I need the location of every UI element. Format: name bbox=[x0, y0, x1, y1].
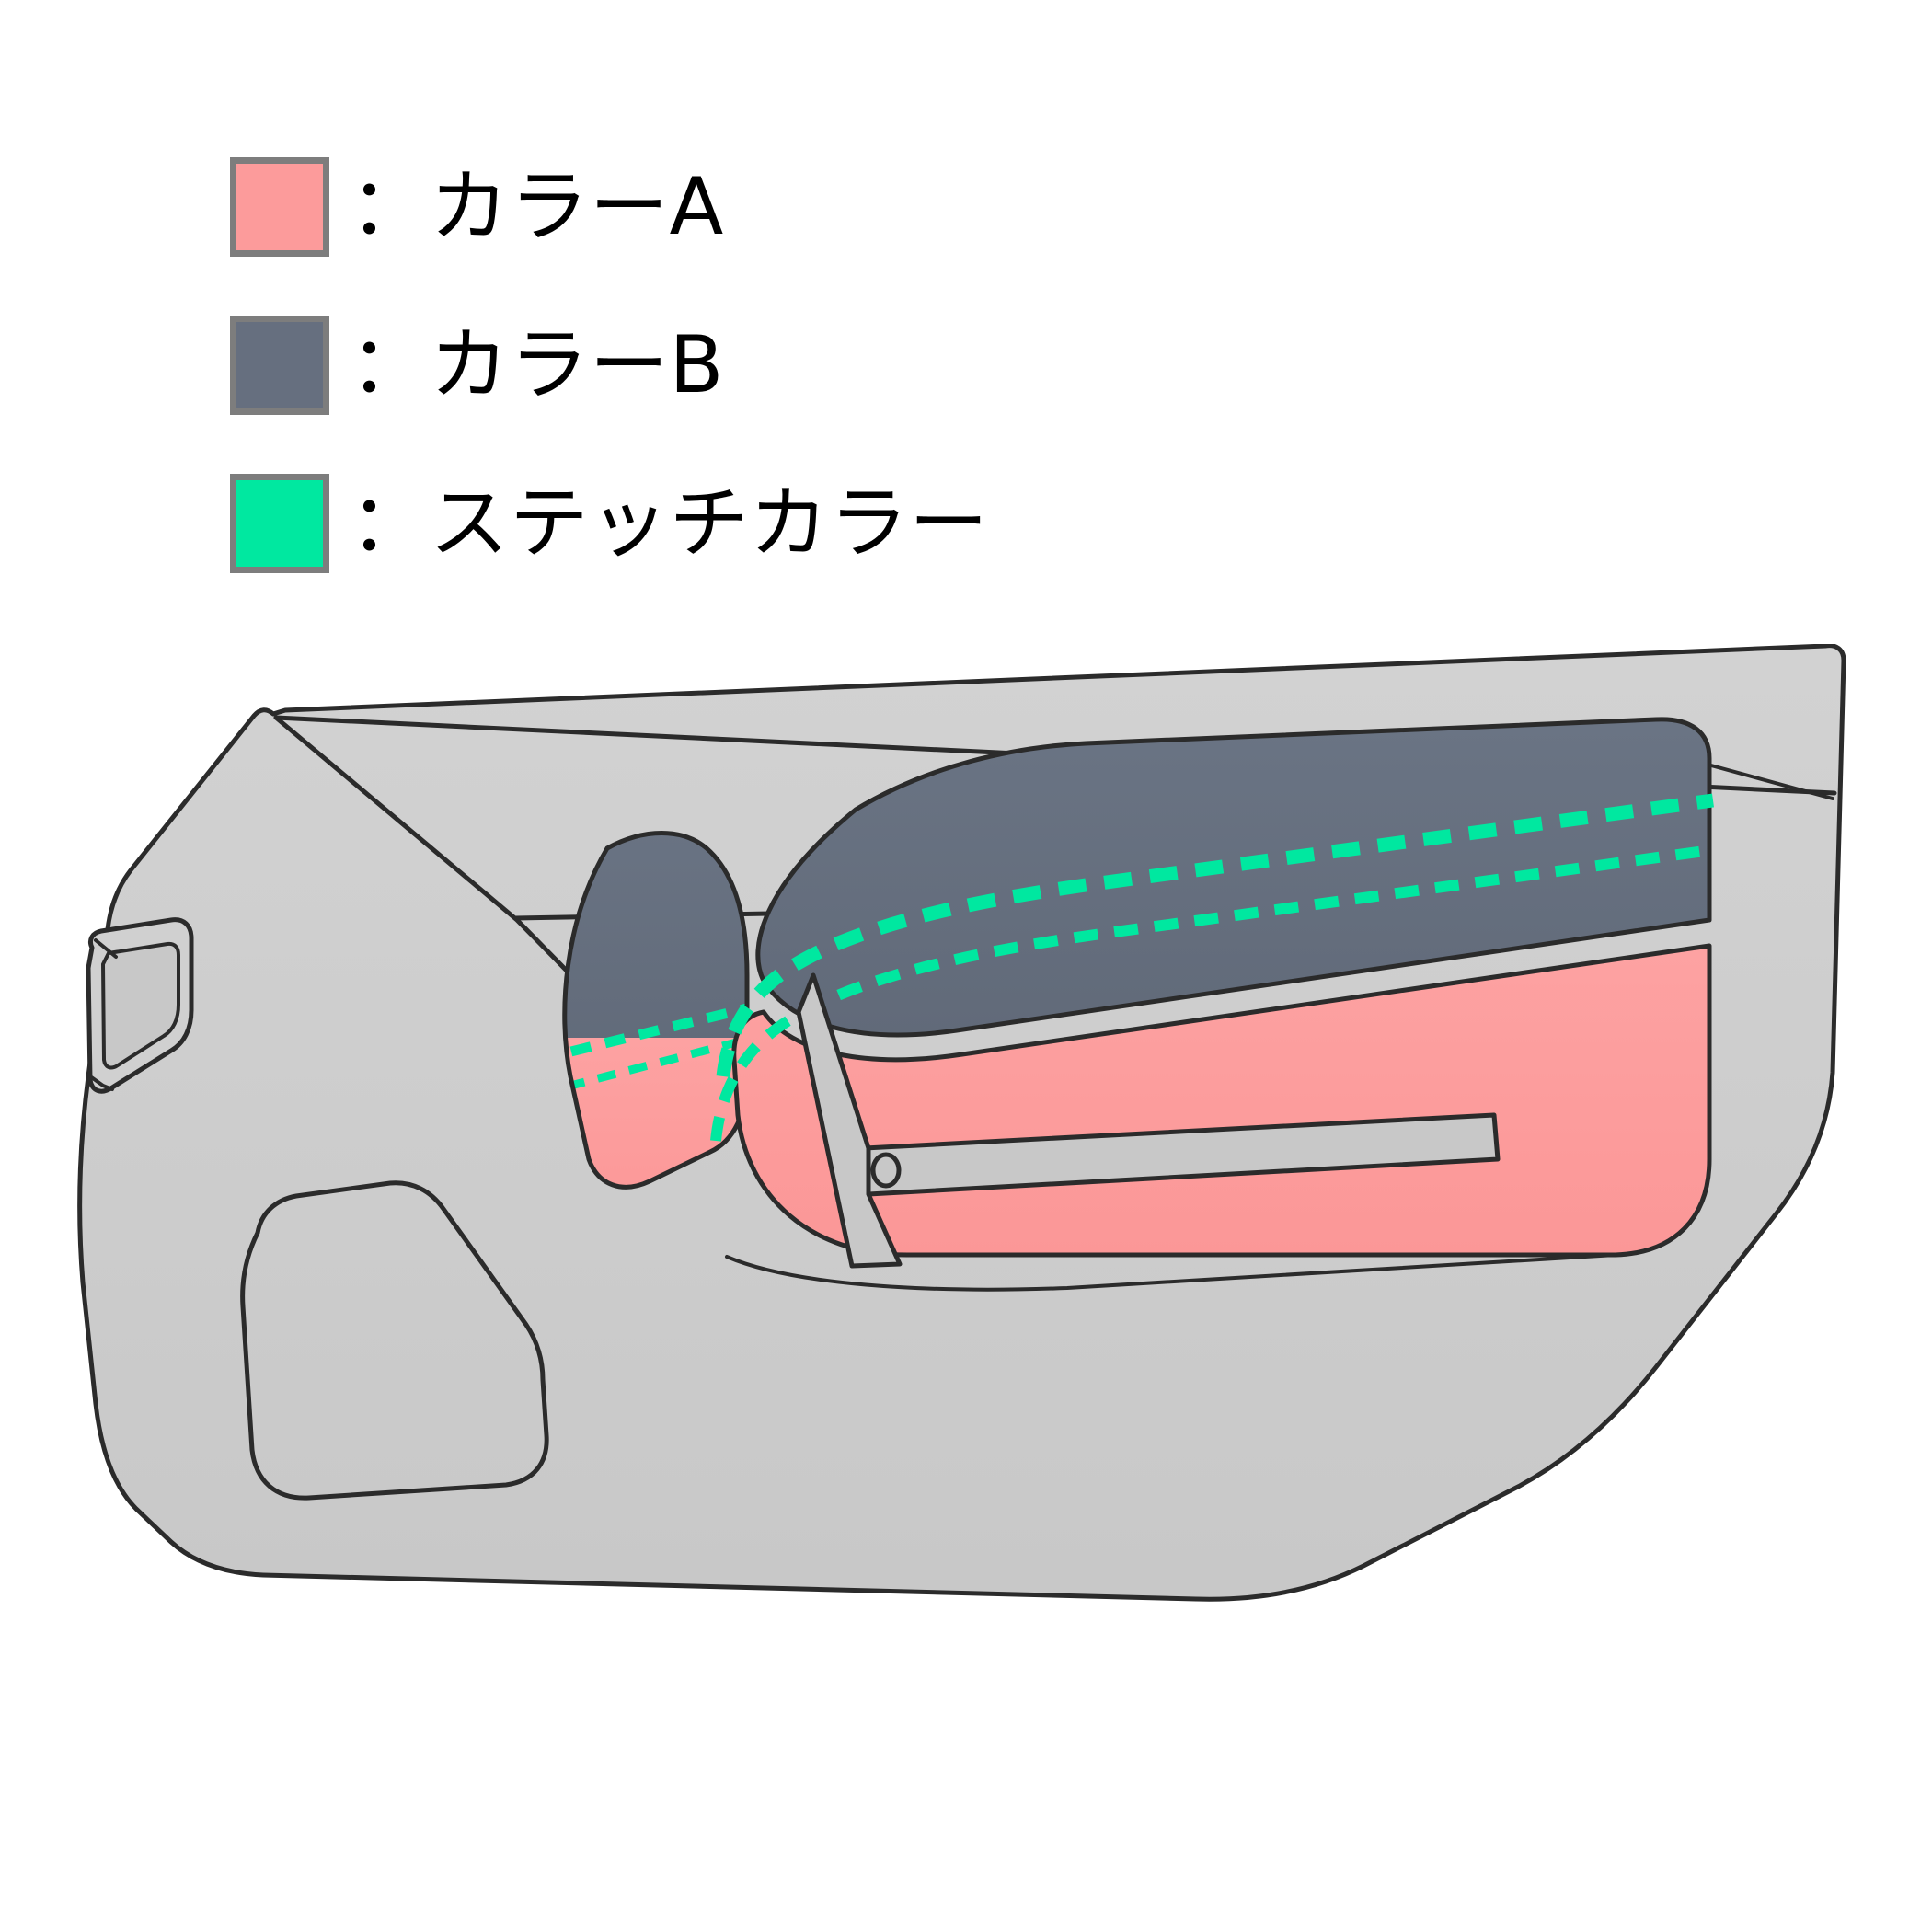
stitch-color-swatch bbox=[230, 474, 329, 573]
garnish-lower-seam-right bbox=[1709, 764, 1834, 800]
pull-handle-post bbox=[796, 972, 903, 1269]
door-latch-handle[interactable] bbox=[86, 917, 194, 1094]
door-latch-handle-tail bbox=[88, 1075, 114, 1091]
door-latch-handle-notch bbox=[94, 938, 118, 959]
legend-row-color-b: ：カラーB bbox=[230, 315, 989, 416]
pull-handle-group[interactable] bbox=[796, 972, 1501, 1269]
legend: ：カラーA ：カラーB ：ステッチカラー bbox=[230, 156, 989, 574]
small-front-pad-group bbox=[562, 831, 750, 1190]
legend-label-color-a: ：カラーA bbox=[350, 161, 725, 253]
pull-handle-screw-hole bbox=[870, 1152, 902, 1189]
legend-label-color-b: ：カラーB bbox=[350, 319, 725, 411]
legend-label-stitch-color: ：ステッチカラー bbox=[350, 477, 989, 569]
small-front-pad-outline bbox=[562, 831, 750, 1190]
legend-row-stitch-color: ：ステッチカラー bbox=[230, 473, 989, 574]
stitch-line-small-outer bbox=[564, 1003, 747, 1065]
door-latch-handle-inner bbox=[101, 941, 180, 1070]
lower-insert-bottom-seam bbox=[725, 1253, 1617, 1292]
map-pocket-outline[interactable] bbox=[240, 1180, 549, 1501]
door-trim-panel-illustration bbox=[77, 644, 1846, 1602]
legend-row-color-a: ：カラーA bbox=[230, 156, 989, 258]
color-a-swatch bbox=[230, 157, 329, 257]
stitch-line-outer bbox=[716, 793, 1715, 1077]
color-b-swatch bbox=[230, 316, 329, 415]
